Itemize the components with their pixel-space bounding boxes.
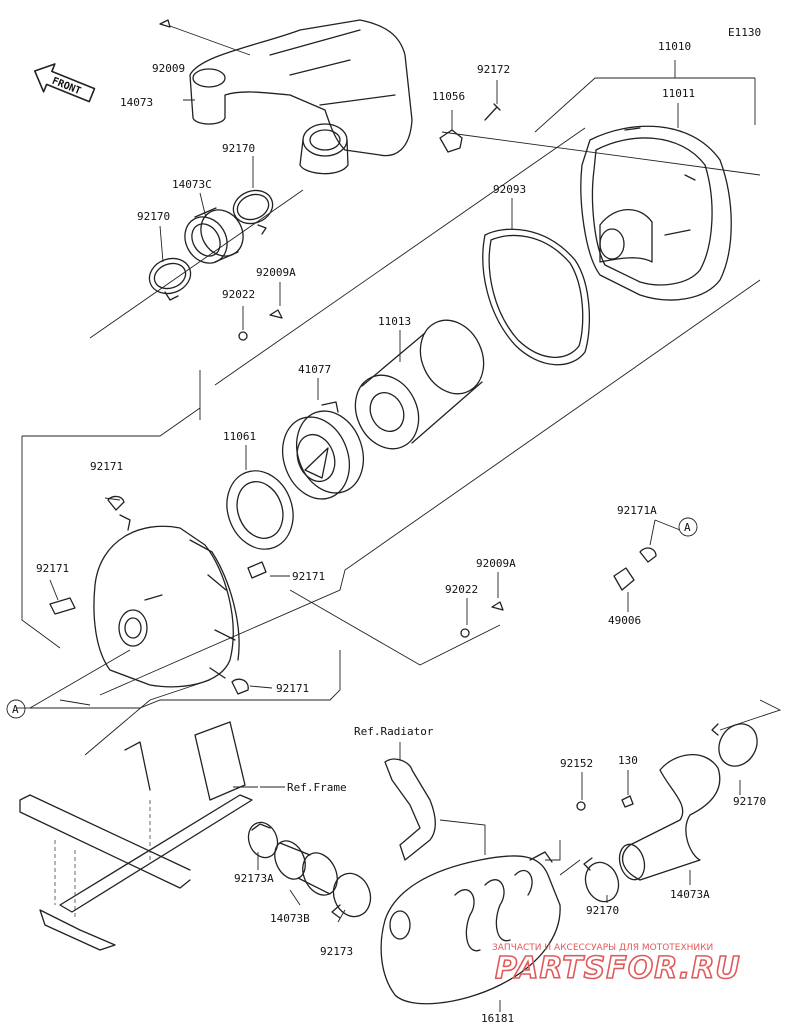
screw-92009 xyxy=(159,19,171,28)
air-cleaner-cover xyxy=(93,514,240,688)
clip-92171-d xyxy=(231,678,249,695)
front-label: FRONT xyxy=(50,76,82,97)
washer-92022-upper xyxy=(238,331,248,341)
label-92170-c: 92170 xyxy=(733,795,766,808)
hose-14073b xyxy=(274,840,338,896)
screw-92009a-lower xyxy=(491,601,504,611)
diagram-code: E1130 xyxy=(728,26,761,39)
washer-92022-lower xyxy=(460,628,470,638)
label-14073b: 14073B xyxy=(270,912,310,925)
label-92171-a: 92171 xyxy=(90,460,123,473)
seal-11061 xyxy=(226,470,294,550)
label-11056: 11056 xyxy=(432,90,465,103)
clamp-92173 xyxy=(331,872,372,919)
bolt-92172 xyxy=(484,103,501,121)
frame-ref xyxy=(19,721,253,951)
label-130: 130 xyxy=(618,754,638,767)
front-arrow: FRONT xyxy=(33,63,96,103)
hose-14073a xyxy=(618,754,721,881)
label-92022-lower: 92022 xyxy=(445,583,478,596)
label-92173: 92173 xyxy=(320,945,353,958)
resonator-16181 xyxy=(380,851,561,1005)
clip-92171-b xyxy=(49,597,76,615)
clamp-92173a xyxy=(247,821,279,859)
clamp-92170-a xyxy=(232,189,274,235)
label-92170-d: 92170 xyxy=(586,904,619,917)
watermark: ЗАПЧАСТИ И АКСЕССУАРЫ ДЛЯ МОТОТЕХНИКИ PA… xyxy=(492,943,741,987)
ref-marker-a-right xyxy=(678,517,698,537)
watermark-tagline: ЗАПЧАСТИ И АКСЕССУАРЫ ДЛЯ МОТОТЕХНИКИ xyxy=(492,943,713,953)
label-14073c: 14073C xyxy=(172,178,212,191)
filter-holder-41077 xyxy=(282,401,364,500)
label-16181: 16181 xyxy=(481,1012,514,1025)
label-92170-b: 92170 xyxy=(137,210,170,223)
label-49006: 49006 xyxy=(608,614,641,627)
callout-labels: 92009 14073 11056 92172 11010 11011 9217… xyxy=(36,40,766,1025)
clip-92171a xyxy=(639,547,657,563)
hose-14073c xyxy=(184,207,244,264)
clamp-92170-c xyxy=(711,723,758,767)
radiator-ref-pipe xyxy=(384,758,436,861)
label-11061: 11061 xyxy=(223,430,256,443)
label-ref-radiator: Ref.Radiator xyxy=(354,725,434,738)
label-11011: 11011 xyxy=(662,87,695,100)
label-92170-a: 92170 xyxy=(222,142,255,155)
label-11013: 11013 xyxy=(378,315,411,328)
air-duct-upper xyxy=(189,19,413,175)
washer-92152 xyxy=(576,801,586,811)
bracket-11056 xyxy=(439,129,463,153)
label-41077: 41077 xyxy=(298,363,331,376)
label-92009a-upper: 92009A xyxy=(256,266,296,279)
ref-a-right: A xyxy=(684,521,691,534)
label-92093: 92093 xyxy=(493,183,526,196)
label-11010: 11010 xyxy=(658,40,691,53)
drain-cap-49006 xyxy=(613,567,635,591)
clamp-92170-d xyxy=(583,857,620,903)
label-92173a: 92173A xyxy=(234,872,274,885)
air-filter-element-11013 xyxy=(354,319,485,450)
gasket-92093 xyxy=(482,228,591,366)
label-92152: 92152 xyxy=(560,757,593,770)
label-92009a-lower: 92009A xyxy=(476,557,516,570)
leader-lines xyxy=(16,25,782,1012)
clamp-92170-b xyxy=(148,257,192,301)
ref-a-left: A xyxy=(12,703,19,716)
air-cleaner-case xyxy=(580,125,732,301)
clip-92171-c xyxy=(247,561,267,579)
watermark-brand: PARTSFOR.RU xyxy=(495,951,741,986)
label-ref-frame: Ref.Frame xyxy=(287,781,347,794)
label-92171-b: 92171 xyxy=(36,562,69,575)
label-92172: 92172 xyxy=(477,63,510,76)
label-92171a: 92171A xyxy=(617,504,657,517)
label-92171-c: 92171 xyxy=(292,570,325,583)
label-14073: 14073 xyxy=(120,96,153,109)
screw-92009a-upper xyxy=(269,309,283,319)
label-14073a: 14073A xyxy=(670,888,710,901)
label-92022-upper: 92022 xyxy=(222,288,255,301)
ref-marker-a-left xyxy=(6,699,26,719)
bolt-130 xyxy=(621,795,634,808)
label-92171-d: 92171 xyxy=(276,682,309,695)
label-92009: 92009 xyxy=(152,62,185,75)
